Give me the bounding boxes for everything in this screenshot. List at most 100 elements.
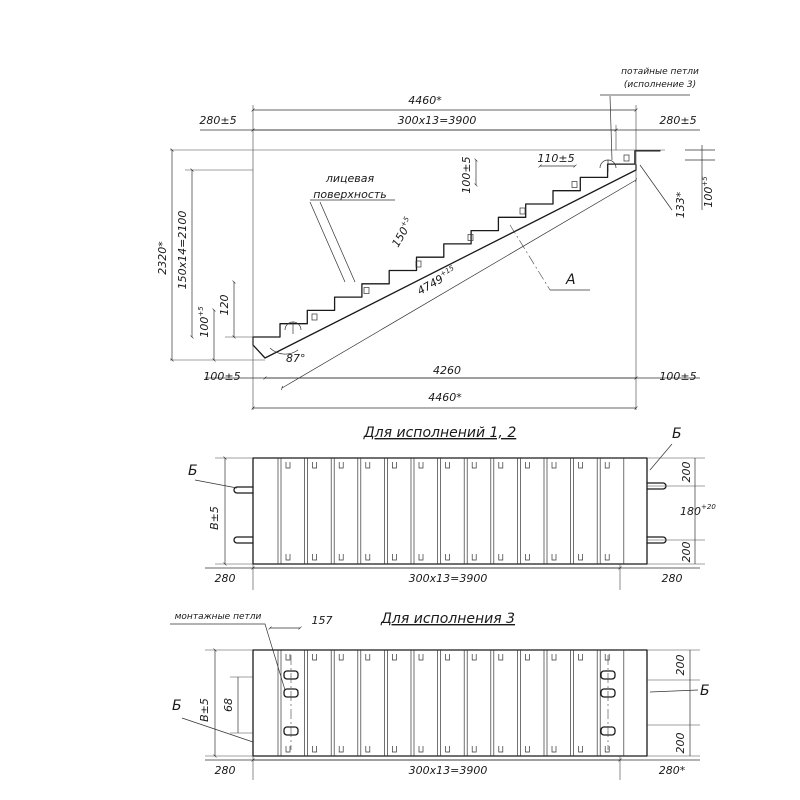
plan3-dim-157: 157 bbox=[312, 614, 333, 627]
plan1-dim-right: 280 bbox=[662, 572, 683, 585]
angle-label: 87° bbox=[286, 352, 306, 365]
plan1-left-loops bbox=[233, 486, 254, 544]
plan3-heading: Для исполнения 3 bbox=[380, 611, 515, 627]
slant-dim-line bbox=[281, 177, 637, 391]
plan1-treads bbox=[277, 458, 625, 564]
tread-label: 110±5 bbox=[537, 152, 574, 165]
hidden-loops-line2: (исполнение 3) bbox=[624, 80, 696, 90]
steps-rise-label: 150x14=2100 bbox=[176, 211, 189, 290]
insert-mark bbox=[312, 746, 317, 753]
insert-mark bbox=[365, 746, 371, 753]
horizontal-extension-lines bbox=[170, 149, 665, 361]
insert-mark bbox=[498, 746, 504, 753]
face-surface-line2: поверхность bbox=[313, 188, 387, 201]
step-mark bbox=[311, 313, 318, 321]
insert-mark bbox=[498, 554, 504, 561]
insert-mark bbox=[392, 654, 397, 661]
insert-mark bbox=[418, 746, 424, 753]
step-mark bbox=[571, 181, 578, 188]
stair-soffit bbox=[252, 164, 637, 359]
insert-mark bbox=[471, 462, 477, 469]
base-length-label: 4260 bbox=[433, 364, 461, 377]
insert-mark bbox=[418, 654, 424, 661]
plan1-b-left: Б bbox=[188, 463, 198, 479]
plan3-b-left: Б bbox=[172, 698, 182, 714]
insert-mark bbox=[471, 654, 477, 661]
section-cut-line bbox=[509, 224, 551, 291]
insert-mark bbox=[551, 746, 557, 753]
landing-label: 120 bbox=[218, 295, 231, 316]
plan-view-1-2: Для исполнений 1, 2 B±5 Б Б 200 180+20 2… bbox=[188, 425, 716, 590]
plan3-dim-68: 68 bbox=[222, 698, 235, 712]
plan1-dim-steps: 300x13=3900 bbox=[409, 572, 488, 585]
insert-mark bbox=[338, 462, 344, 469]
plan1-b-right: Б bbox=[672, 426, 682, 442]
step-mark bbox=[623, 154, 630, 162]
insert-mark bbox=[525, 554, 530, 561]
plan3-dim-200-bottom: 200 bbox=[674, 733, 687, 754]
insert-mark bbox=[285, 462, 291, 469]
plan1-outline bbox=[252, 457, 648, 565]
insert-mark bbox=[365, 654, 371, 661]
plan3-mount-loops bbox=[283, 670, 616, 736]
plan1-dim-left: 280 bbox=[215, 572, 236, 585]
insert-mark bbox=[285, 746, 291, 753]
step-mark bbox=[363, 287, 370, 294]
plan1-width-label: B±5 bbox=[208, 506, 221, 530]
plan1-right-loops bbox=[646, 482, 667, 544]
insert-mark bbox=[338, 746, 344, 753]
insert-mark bbox=[525, 746, 530, 753]
total-height-label: 2320* bbox=[156, 241, 169, 275]
hidden-loops-line1: потайные петли bbox=[621, 67, 699, 77]
plan3-dim-steps: 300x13=3900 bbox=[409, 764, 488, 777]
insert-mark bbox=[445, 654, 450, 661]
hidden-loops-leader bbox=[600, 94, 690, 161]
insert-mark bbox=[578, 654, 583, 661]
plan3-dim-right: 280* bbox=[659, 764, 686, 777]
insert-mark bbox=[551, 554, 557, 561]
riser-label: 100±5 bbox=[460, 156, 473, 193]
plan1-heading: Для исполнений 1, 2 bbox=[363, 425, 517, 441]
plan1-dim-200-top: 200 bbox=[680, 462, 693, 483]
insert-mark bbox=[445, 746, 450, 753]
insert-mark bbox=[285, 654, 291, 661]
insert-mark bbox=[445, 554, 450, 561]
overall-length-bottom-label: 4460* bbox=[428, 391, 462, 404]
stair-profile bbox=[252, 150, 661, 338]
step-mark bbox=[519, 207, 526, 215]
face-surface-line1: лицевая bbox=[325, 172, 375, 185]
plan3-width-label: B±5 bbox=[198, 698, 211, 722]
insert-mark bbox=[392, 462, 397, 469]
top-step-label: 100+5 bbox=[701, 176, 715, 208]
insert-mark bbox=[525, 462, 530, 469]
insert-mark bbox=[498, 654, 504, 661]
plan3-treads bbox=[277, 650, 625, 756]
insert-mark bbox=[338, 654, 344, 661]
bottom-step-label: 100+5 bbox=[197, 306, 211, 338]
insert-mark bbox=[312, 654, 317, 661]
plan3-outline bbox=[252, 649, 648, 757]
insert-mark bbox=[578, 462, 583, 469]
overall-length-label: 4460* bbox=[408, 94, 442, 107]
right-offset-label: 280±5 bbox=[659, 114, 696, 127]
insert-mark bbox=[445, 462, 450, 469]
insert-mark bbox=[525, 654, 530, 661]
insert-mark bbox=[285, 554, 291, 561]
insert-mark bbox=[312, 554, 317, 561]
hidden-loop-top bbox=[599, 159, 617, 172]
steps-run-label: 300x13=3900 bbox=[398, 114, 477, 127]
elevation-view: A 4749+15 150+5 4460* 280±5 300x13=3900 … bbox=[156, 67, 715, 410]
plan-view-3: Для исполнения 3 монтажные петли 157 B±5… bbox=[170, 611, 710, 780]
insert-mark bbox=[392, 554, 397, 561]
left-offset-label: 280±5 bbox=[199, 114, 236, 127]
insert-mark bbox=[578, 746, 583, 753]
plan3-dim-200-top: 200 bbox=[674, 655, 687, 676]
plan1-dim-180: 180+20 bbox=[680, 503, 716, 518]
top-step-ext bbox=[685, 145, 715, 210]
plan3-loops-callout: монтажные петли bbox=[175, 612, 262, 622]
plan3-dim-left: 280 bbox=[215, 764, 236, 777]
insert-mark bbox=[392, 746, 397, 753]
insert-mark bbox=[578, 554, 583, 561]
plan1-dim-200-bottom: 200 bbox=[680, 542, 693, 563]
